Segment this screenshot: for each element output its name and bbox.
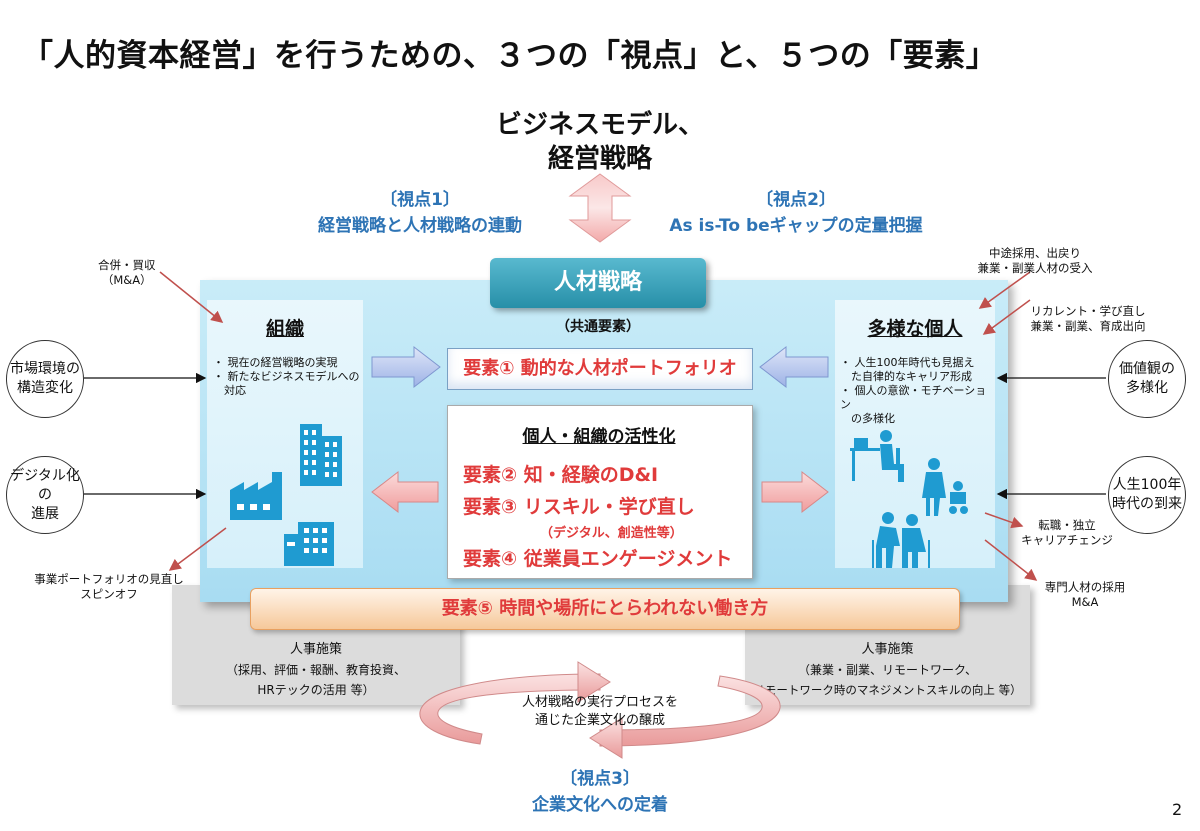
page-title: 「人的資本経営」を行うための、３つの「視点」と、５つの「要素」 [22,38,998,74]
arrow-left-pink-icon [371,470,439,514]
circle-100-year-life: 人生100年時代の到来 [1108,456,1186,534]
org-bullet-1: ・ 現在の経営戦略の実現 [213,356,338,369]
cycle-line1: 人材戦略の実行プロセスを [521,695,678,710]
common-elements-label: （共通要素） [556,319,640,335]
digitalization-line1: デジタル化の [10,467,80,503]
note-ma-line2: （M&A） [101,273,152,287]
view-3-text: 企業文化への定着 [532,795,668,815]
org-bullet-3: 対応 [213,384,246,397]
activation-box [447,405,753,579]
note-specialist-line2: M&A [1071,595,1099,609]
circle-market-change: 市場環境の構造変化 [6,340,84,418]
organization-title: 組織 [265,318,304,340]
hr-right-title: 人事施策 [861,642,914,657]
view-2-text: As is-To beギャップの定量把握 [669,216,923,236]
note-recurrent: リカレント・学び直し 兼業・副業、育成出向 [1028,304,1148,334]
note-jobchange-line1: 転職・独立 [1038,518,1096,532]
note-portfolio-line2: スピンオフ [80,587,138,601]
view-2: 〔視点2〕 As is-To beギャップの定量把握 [636,187,956,239]
hr-right-line2: リモートワーク時のマネジメントスキルの向上 等） [753,683,1022,697]
arrow-right-blue-icon [371,345,441,389]
cycle-line2: 通じた企業文化の醸成 [534,713,665,728]
element-5-bar: 要素⑤ 時間や場所にとらわれない働き方 [250,588,960,630]
note-jobchange: 転職・独立 キャリアチェンジ [1012,518,1122,548]
note-jobchange-line2: キャリアチェンジ [1021,533,1113,547]
hr-left-title: 人事施策 [289,642,342,657]
hr-strategy-header: 人材戦略 [490,258,706,308]
note-recurrent-line1: リカレント・学び直し [1030,304,1146,318]
factory-icon [230,472,282,520]
hr-left-line2: HRテックの活用 等） [257,683,375,697]
school-building-icon [284,522,334,566]
values-line1: 価値観の [1119,361,1175,377]
note-midcareer: 中途採用、出戻り 兼業・副業人材の受入 [960,246,1110,276]
org-bullet-2: ・ 新たなビジネスモデルへの [213,370,360,383]
life100-line2: 時代の到来 [1112,496,1182,512]
culture-cycle-arrows-icon [419,661,781,759]
element-1-box: 要素① 動的な人材ポートフォリオ [447,348,753,390]
arrow-left-blue-icon [759,345,829,389]
note-ma: 合併・買収 （M&A） [98,258,156,288]
diverse-bullet-3: ・ 個人の意欲・モチベーション [840,384,987,411]
element-4: 要素④ 従業員エンゲージメント [463,548,733,570]
culture-cycle-text: 人材戦略の実行プロセスを 通じた企業文化の醸成 [480,694,720,730]
element-2: 要素② 知・経験のD&I [463,464,659,486]
life100-line1: 人生100年 [1112,477,1182,493]
hr-right-line1: （兼業・副業、リモートワーク、 [798,663,977,677]
hr-left-line1: （採用、評価・報酬、教育投資、 [225,663,406,677]
note-specialist-line1: 専門人材の採用 [1044,580,1126,594]
activation-title: 個人・組織の活性化 [522,427,676,447]
office-building-icon [300,424,342,486]
diverse-bullet-4: の多様化 [840,412,895,425]
arrow-right-pink-icon [761,470,829,514]
view-1-text: 経営戦略と人材戦略の連動 [318,216,522,236]
view-2-label: 〔視点2〕 [756,190,836,210]
double-arrow-icon [568,173,632,243]
hr-measures-left: 人事施策 （採用、評価・報酬、教育投資、 HRテックの活用 等） [172,640,460,700]
view-3: 〔視点3〕 企業文化への定着 [470,766,730,818]
parent-with-stroller-icon [922,458,968,516]
digitalization-line2: 進展 [31,505,59,522]
element-3-sub: （デジタル、創造性等） [540,526,683,541]
elderly-couple-icon [872,512,930,568]
page-number: 2 [1172,800,1183,819]
view-1: 〔視点1〕 経営戦略と人材戦略の連動 [290,187,550,239]
note-midcareer-line1: 中途採用、出戻り [989,246,1081,260]
note-specialist: 専門人材の採用 M&A [1030,580,1140,610]
note-portfolio: 事業ポートフォリオの見直し スピンオフ [34,572,184,602]
market-change-line2: 構造変化 [17,380,73,396]
organization-bullets: ・ 現在の経営戦略の実現 ・ 新たなビジネスモデルへの 対応 [213,356,363,398]
organization-column [207,300,363,568]
business-model-line2: 経営戦略 [547,144,652,174]
note-midcareer-line2: 兼業・副業人材の受入 [977,261,1093,275]
business-model-label: ビジネスモデル、 経営戦略 [455,108,745,176]
view-3-label: 〔視点3〕 [560,769,640,789]
diverse-bullet-1: ・ 人生100年時代も見据え [840,356,975,369]
note-portfolio-line1: 事業ポートフォリオの見直し [34,572,184,586]
desk-worker-icon [850,430,904,482]
diverse-bullet-2: た自律的なキャリア形成 [840,370,972,383]
circle-digitalization: デジタル化の進展 [6,456,84,534]
diverse-individuals-title: 多様な個人 [867,318,963,340]
values-line2: 多様化 [1126,380,1168,396]
circle-values-diversity: 価値観の多様化 [1108,340,1186,418]
diverse-bullets: ・ 人生100年時代も見据え た自律的なキャリア形成 ・ 個人の意欲・モチベーシ… [840,356,995,426]
business-model-line1: ビジネスモデル、 [495,110,704,140]
view-1-label: 〔視点1〕 [380,190,460,210]
note-ma-line1: 合併・買収 [98,258,156,272]
hr-measures-right: 人事施策 （兼業・副業、リモートワーク、 リモートワーク時のマネジメントスキルの… [745,640,1030,700]
element-3: 要素③ リスキル・学び直し [463,496,695,518]
market-change-line1: 市場環境の [10,361,80,377]
note-recurrent-line2: 兼業・副業、育成出向 [1030,319,1146,333]
